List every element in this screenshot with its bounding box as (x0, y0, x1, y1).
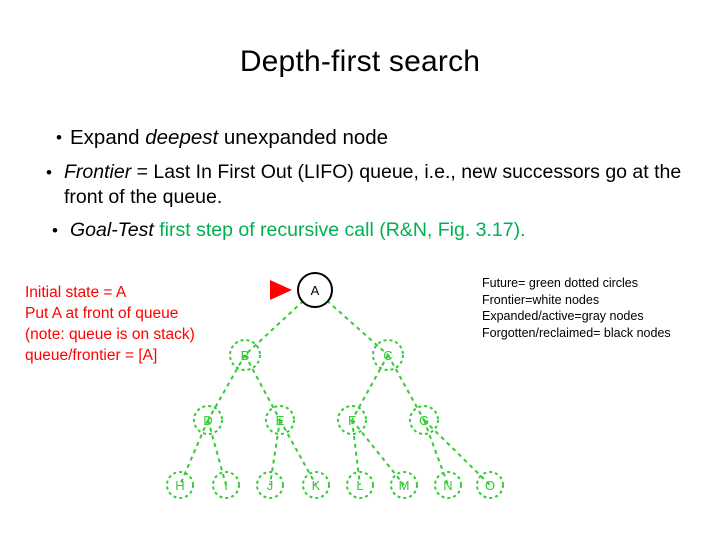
search-tree-diagram: A B C D E (150, 265, 504, 525)
note-line-4: queue/frontier = [A] (25, 347, 158, 364)
initial-state-notes: Initial state = A Put A at front of queu… (25, 282, 295, 366)
tree-node-I-label: I (224, 478, 228, 493)
tree-node-A-label: A (311, 283, 320, 298)
bullet-list: • Expand deepest unexpanded node • Front… (28, 125, 692, 251)
tree-node-G[interactable]: G (409, 405, 439, 435)
tree-node-K[interactable]: K (302, 471, 330, 499)
tree-node-B[interactable]: B (229, 339, 261, 371)
bullet-item-3: • Goal-Test first step of recursive call… (28, 218, 692, 243)
bullet-marker: • (56, 128, 62, 147)
tree-node-L[interactable]: L (346, 471, 374, 499)
tree-node-H-label: H (175, 478, 184, 493)
tree-node-C-label: C (383, 348, 392, 363)
tree-node-O[interactable]: O (476, 471, 504, 499)
tree-node-J[interactable]: J (256, 471, 284, 499)
tree-node-D[interactable]: D (193, 405, 223, 435)
tree-edges (179, 289, 491, 486)
note-line-3: (note: queue is on stack) (25, 326, 195, 343)
tree-node-D-label: D (203, 413, 212, 428)
bullet-marker: • (52, 221, 58, 240)
tree-node-F-label: F (348, 413, 356, 428)
tree-node-O-label: O (485, 478, 495, 493)
note-line-2: Put A at front of queue (25, 305, 179, 322)
note-line-1: Initial state = A (25, 284, 127, 301)
tree-node-A[interactable]: A (297, 272, 333, 308)
tree-node-L-label: L (356, 478, 363, 493)
bullet-2-text-emphasis: Frontier (64, 161, 132, 183)
tree-node-E-label: E (276, 413, 285, 428)
legend-item-expanded: Expanded/active=gray nodes (482, 309, 644, 323)
tree-node-E[interactable]: E (265, 405, 295, 435)
bullet-1-text-part-2: unexpanded node (218, 126, 389, 149)
tree-node-K-label: K (312, 478, 321, 493)
bullet-3-text-green: first step of recursive call (R&N, Fig. … (153, 219, 526, 241)
legend: Future= green dotted circles Frontier=wh… (482, 275, 712, 341)
tree-node-J-label: J (267, 478, 274, 493)
bullet-item-2: • Frontier = Last In First Out (LIFO) qu… (28, 160, 692, 210)
tree-node-G-label: G (419, 413, 429, 428)
tree-node-H[interactable]: H (166, 471, 194, 499)
tree-node-C[interactable]: C (372, 339, 404, 371)
tree-node-B-label: B (241, 348, 250, 363)
bullet-1-text-part-1: Expand (70, 126, 146, 149)
legend-item-forgotten: Forgotten/reclaimed= black nodes (482, 325, 671, 340)
bullet-1-text-emphasis: deepest (145, 126, 219, 149)
current-node-pointer-icon (270, 280, 292, 300)
legend-item-future: Future= green dotted circles (482, 276, 638, 290)
tree-node-N-label: N (443, 478, 452, 493)
tree-nodes: A B C D E (166, 272, 504, 499)
page-title: Depth-first search (239, 45, 481, 78)
bullet-item-1: • Expand deepest unexpanded node (28, 125, 692, 150)
tree-node-I[interactable]: I (212, 471, 240, 499)
tree-node-F[interactable]: F (337, 405, 367, 435)
bullet-marker: • (46, 163, 52, 182)
search-tree-svg: A B C D E (166, 272, 504, 499)
tree-node-N[interactable]: N (434, 471, 462, 499)
tree-node-M[interactable]: M (390, 471, 418, 499)
bullet-2-text-part-1: = Last In First Out (LIFO) queue, i.e., … (64, 161, 682, 208)
legend-item-frontier: Frontier=white nodes (482, 292, 600, 307)
tree-node-M-label: M (399, 478, 410, 493)
bullet-3-text-emphasis: Goal-Test (70, 219, 154, 241)
